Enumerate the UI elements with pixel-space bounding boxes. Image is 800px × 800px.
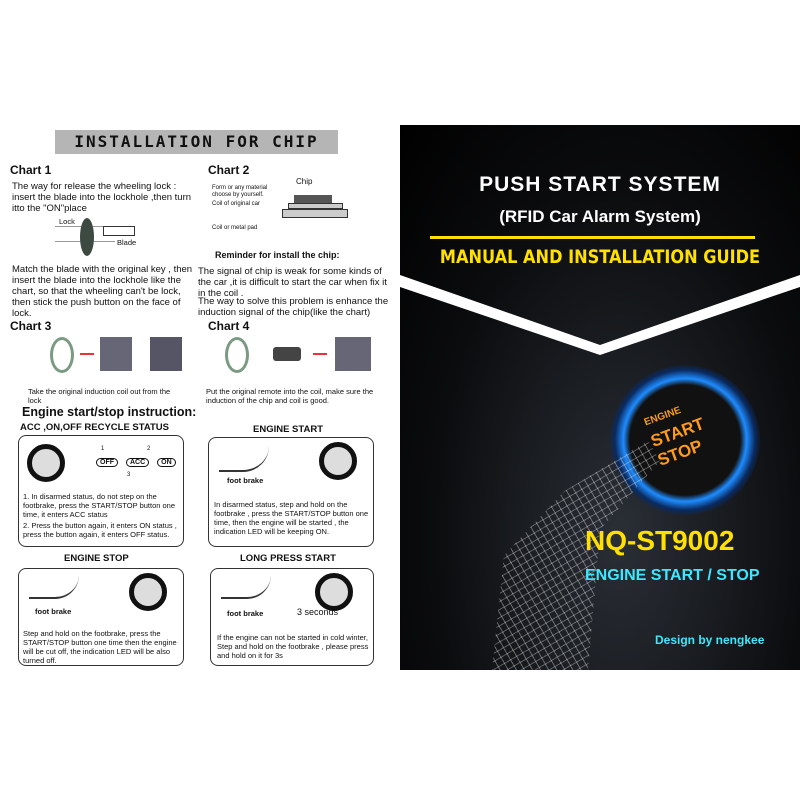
foot-brake-label: foot brake [227,476,264,485]
cover-title: PUSH START SYSTEM [479,173,721,196]
foot-icon [29,575,79,599]
engine-start-title: ENGINE START [253,424,324,435]
chart1-text2: Match the blade with the original key , … [12,264,193,319]
tagline: ENGINE START / STOP [585,567,760,584]
reminder-text2: The way to solve this problem is enhance… [198,296,389,318]
lock-label: Lock [59,217,75,226]
acc-text2: 2. Press the button again, it enters ON … [23,521,177,539]
coil-label: Coil of original car [212,201,261,207]
engine-button-glow [610,365,760,515]
long-press-panel: foot brake 3 seconds If the engine can n… [210,568,374,666]
chart3-text: Take the original induction coil out fro… [28,387,171,405]
step-2: 2 [147,446,151,452]
engine-start-text: In disarmed status, step and hold on the… [214,500,369,536]
foot-brake-label: foot brake [227,609,264,618]
long-press-text: If the engine can not be started in cold… [217,633,369,660]
reminder-title: Reminder for install the chip: [215,250,340,260]
acc-title: ACC ,ON,OFF RECYCLE STATUS [20,422,170,433]
engine-instruction-title: Engine start/stop instruction: [22,405,197,419]
engine-stop-title: ENGINE STOP [64,553,129,564]
lock-blade-illustration: Lock Blade [45,217,145,258]
start-button-icon [319,442,357,480]
long-press-title: LONG PRESS START [240,553,336,564]
foot-icon [221,575,271,599]
pad-label: Coil or metal pad [212,225,258,231]
chart1-text: The way for release the wheeling lock : … [12,181,192,214]
chip-diagram: Chip Form or any material choose by your… [212,175,362,235]
reminder-text: The signal of chip is weak for some kind… [198,266,387,299]
step-1: 1 [101,446,105,452]
engine-stop-text: Step and hold on the footbrake, press th… [23,629,177,665]
acc-panel: OFF ACC ON 1 2 3 1. In disarmed status, … [18,435,184,547]
foot-icon [219,446,269,472]
foot-brake-label: foot brake [35,607,72,616]
credit: Design by nengkee [655,633,765,647]
engine-start-panel: foot brake In disarmed status, step and … [208,437,374,547]
section-header: INSTALLATION FOR CHIP [55,130,338,154]
state-acc: ACC [126,458,150,467]
blade-label: Blade [117,238,137,247]
divider [430,236,755,239]
remote-coil-photos [205,337,375,373]
chip-label: Chip [296,177,313,186]
state-on: ON [157,458,176,467]
chevron-decoration [400,275,800,355]
seconds-label: 3 seconds [297,607,339,617]
guide-title: MANUAL AND INSTALLATION GUIDE [439,246,761,268]
chart4-text: Put the original remote into the coil, m… [206,387,374,405]
cover-subtitle: (RFID Car Alarm System) [499,207,701,226]
acc-text1: 1. In disarmed status, do not step on th… [23,492,176,519]
engine-stop-panel: foot brake Step and hold on the footbrak… [18,568,184,666]
start-button-icon [129,573,167,611]
step-3: 3 [127,472,131,478]
state-off: OFF [96,458,118,467]
model-name: NQ-ST9002 [585,525,735,556]
chart2-title: Chart 2 [208,163,250,177]
start-button-icon [27,444,65,482]
chart1-title: Chart 1 [10,163,52,177]
form-label: Form or any material choose by yourself. [212,185,268,198]
cover-panel: PUSH START SYSTEM (RFID Car Alarm System… [400,125,800,670]
coil-removal-photos [25,337,185,373]
chart4-title: Chart 4 [208,319,250,333]
chart3-title: Chart 3 [10,319,52,333]
start-button-icon [315,573,353,611]
